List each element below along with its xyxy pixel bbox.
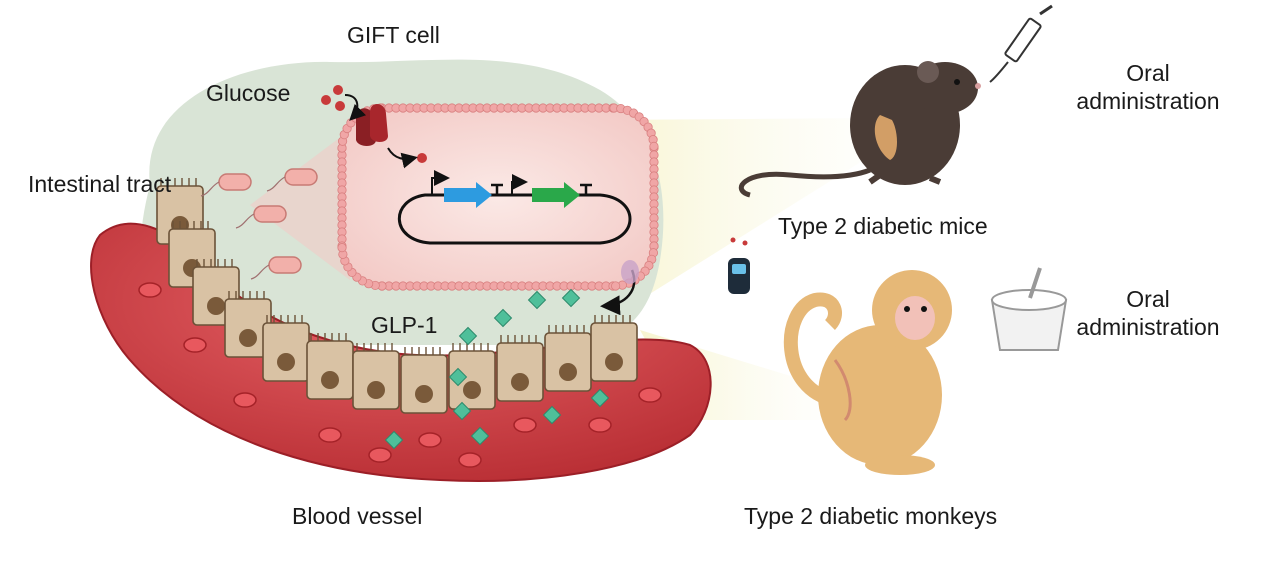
epithelial-cell [496,342,544,402]
syringe-icon [989,4,1053,83]
yogurt-cup-icon [990,267,1068,351]
glp1-molecule [542,405,562,425]
glucose-transporter-icon [356,103,388,146]
bacterium-icon [200,168,318,280]
zoom-wedge [250,130,350,280]
intestinal-epithelium [156,178,638,414]
terminator-icon [491,183,503,195]
bacterium [253,205,287,223]
plasmid-icon [397,170,632,245]
glp1-molecule [561,288,581,308]
type2-monkeys-label: Type 2 diabetic monkeys [744,503,998,529]
red-blood-cell [638,387,662,403]
bacterium [268,256,302,274]
red-blood-cell [233,392,257,408]
oral-admin-monkeys-line2: administration [1076,313,1220,340]
nucleus [605,353,623,371]
glp1-molecule [448,367,468,387]
flagellum [266,176,286,192]
glp1-label: GLP-1 [371,312,438,338]
gift-cell-label: GIFT cell [347,22,440,48]
oral-admin-monkeys-label: Oral administration [1060,286,1236,341]
epithelial-cell [590,322,638,382]
monkey-icon [783,270,952,475]
glp1-molecule [590,388,610,408]
flagellum [235,213,255,229]
membrane-dot [611,281,621,291]
nucleus [415,385,433,403]
intestinal-tract-label: Intestinal tract [28,171,172,197]
epithelial-cell [306,340,354,400]
terminator-icon [580,183,592,195]
bacterium [284,168,318,186]
red-blood-cell [588,417,612,433]
flagellum [250,264,270,280]
promoter-arrow-icon [431,170,450,195]
glp1-molecule [470,426,490,446]
red-blood-cell [418,432,442,448]
glp1-molecule [527,290,547,310]
glucose-molecule-icon [321,85,427,163]
nucleus [207,297,225,315]
type2-mice-label: Type 2 diabetic mice [778,213,988,239]
red-blood-cell [183,337,207,353]
glp1-molecule [452,401,472,421]
epithelial-cell [262,322,310,382]
glp1-molecule [493,308,513,328]
promoter-arrow-icon [511,174,528,195]
epithelial-cell [544,332,592,392]
glp1-molecule [384,430,404,450]
beam-to-mice [600,118,880,300]
oral-admin-mice-line1: Oral [1126,60,1170,86]
epithelial-cell [400,354,448,414]
oral-admin-mice-label: Oral administration [1060,60,1236,115]
glp1-molecule [458,326,478,346]
glp1-diamond-icon [384,288,610,450]
glucose-meter-icon [728,237,750,294]
flagellum [200,181,220,197]
mouse-icon [738,61,981,198]
nucleus [559,363,577,381]
nucleus [463,381,481,399]
nucleus [321,371,339,389]
oral-admin-mice-line2: administration [1076,87,1220,114]
oral-admin-monkeys-line1: Oral [1126,286,1170,312]
glucose-label: Glucose [206,80,291,106]
red-blood-cell [318,427,342,443]
epithelial-cell [352,350,400,410]
red-blood-cell [513,417,537,433]
membrane-dot [337,243,347,253]
bacterium [218,173,252,191]
membrane-dot [649,141,659,151]
blood-vessel-label: Blood vessel [292,503,423,529]
nucleus [277,353,295,371]
nucleus [511,373,529,391]
red-blood-cell [458,452,482,468]
epithelial-cell [448,350,496,410]
red-blood-cells [138,282,662,468]
gene-green [532,182,580,208]
red-blood-cell [138,282,162,298]
gene-blue [444,182,492,208]
red-blood-cell [368,447,392,463]
nucleus [367,381,385,399]
nucleus [239,329,257,347]
